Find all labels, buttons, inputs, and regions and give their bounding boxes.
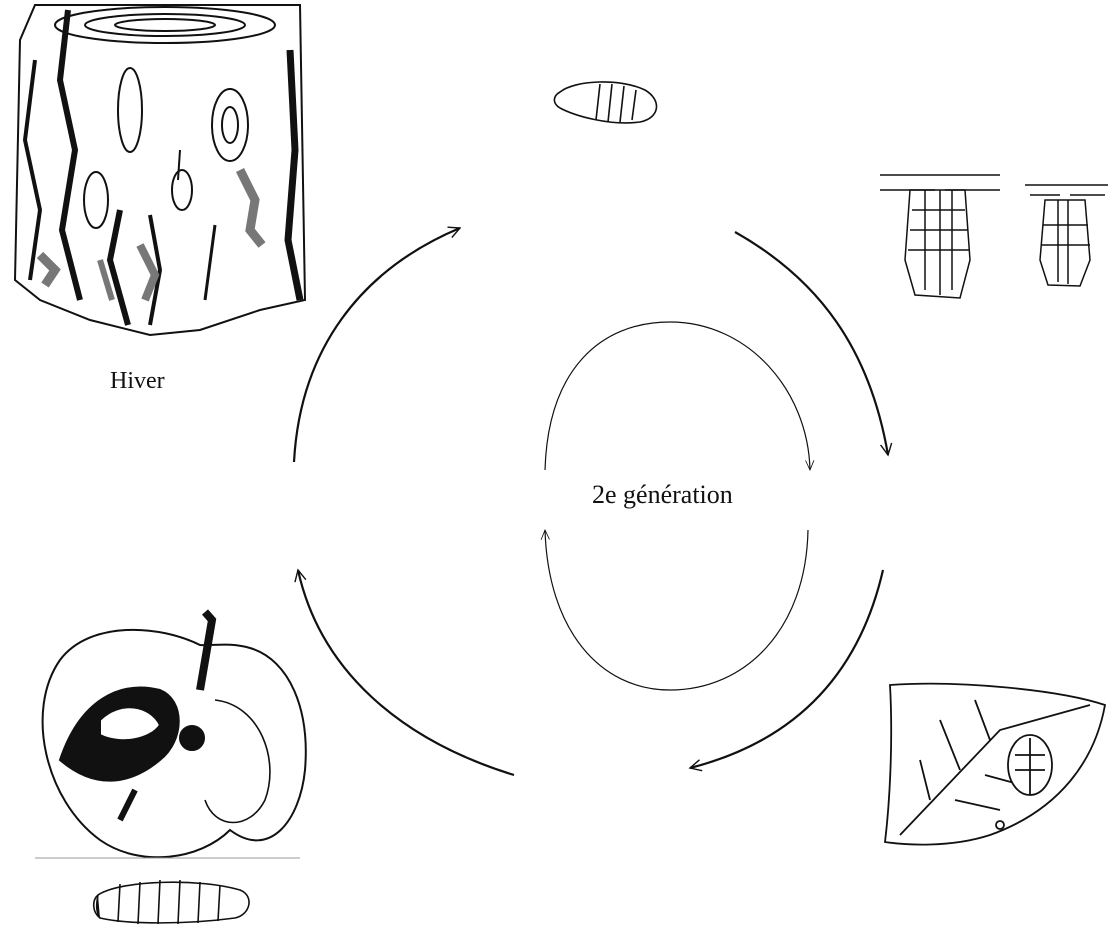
arrow-winter-to-pupa bbox=[294, 228, 460, 462]
winter-label: Hiver bbox=[110, 368, 165, 395]
tree-stump-icon bbox=[15, 5, 305, 335]
leaf-with-egg-icon bbox=[885, 684, 1105, 845]
apple-icon bbox=[35, 612, 306, 858]
arrow-larva-to-winter bbox=[298, 570, 514, 775]
moth-icon bbox=[880, 175, 1108, 298]
arrow-pupa-to-adults bbox=[735, 232, 888, 455]
arrow-adults-to-egg bbox=[690, 570, 883, 768]
second-generation-label: 2e génération bbox=[592, 480, 733, 510]
inner-arrow-left bbox=[545, 530, 808, 690]
larva-icon bbox=[94, 880, 249, 924]
inner-arrow-right bbox=[545, 322, 810, 470]
pupa-icon bbox=[554, 82, 656, 123]
